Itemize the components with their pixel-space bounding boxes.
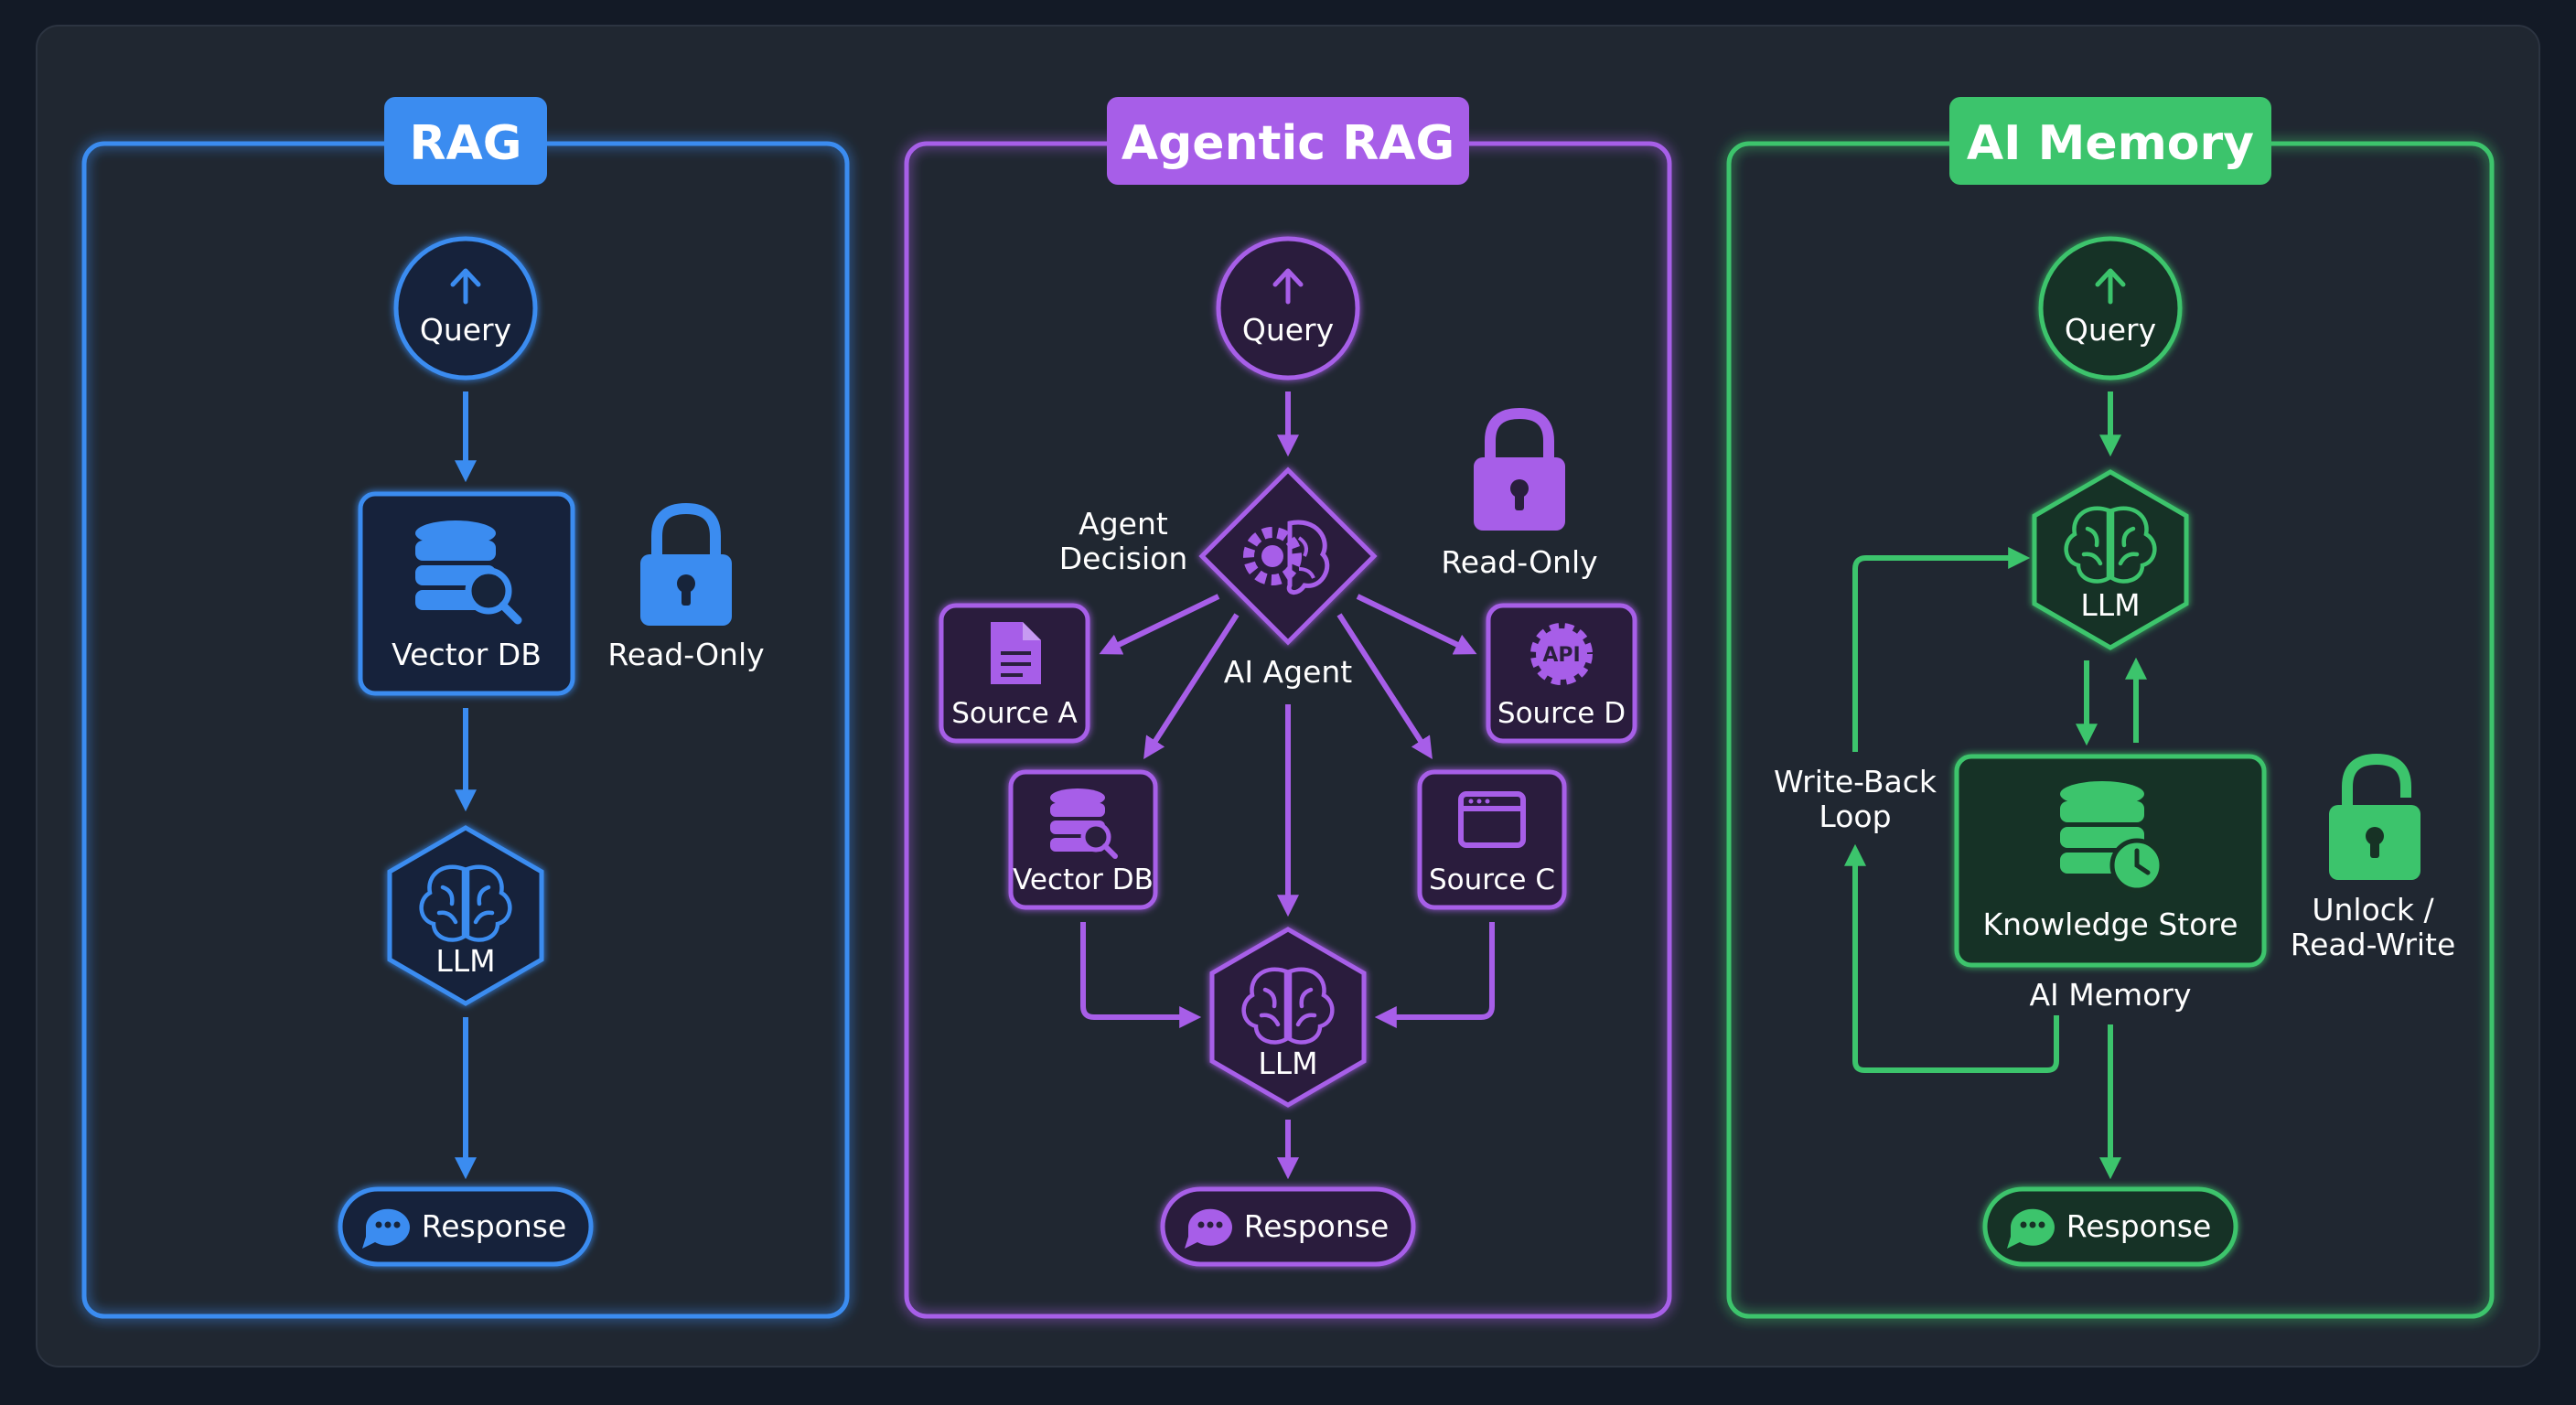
document-icon (991, 622, 1041, 684)
brain-icon (419, 864, 512, 942)
memory-unlock: Unlock / Read-Write (2291, 753, 2456, 962)
memory-loop-label-2: Loop (1819, 799, 1891, 834)
rag-query-label: Query (420, 312, 511, 348)
agentic-arrow-vector-db-llm (1080, 922, 1202, 1028)
gear-brain-icon (1243, 520, 1330, 595)
agentic-source-c-node[interactable]: Source C (1417, 769, 1567, 910)
chat-bubble-icon (2007, 1208, 2055, 1249)
memory-store-label: Knowledge Store (1982, 906, 2238, 942)
agentic-source-d-node[interactable]: API Source D (1486, 603, 1637, 744)
rag-vector-db-label: Vector DB (392, 637, 542, 672)
memory-write-back-upper-arrow (1852, 547, 2031, 752)
up-arrow-icon (1272, 268, 1304, 305)
lock-icon (1485, 407, 1554, 463)
up-arrow-icon (2095, 268, 2126, 305)
chat-bubble-icon (1185, 1208, 1232, 1249)
brain-icon (1241, 967, 1335, 1045)
memory-response-label: Response (2066, 1208, 2212, 1244)
memory-unlock-label-2: Read-Write (2291, 927, 2456, 962)
browser-window-icon (1458, 791, 1526, 848)
rag-query-node[interactable]: Query (393, 236, 538, 381)
memory-query-label: Query (2065, 312, 2156, 348)
agentic-lock-label: Read-Only (1441, 544, 1597, 580)
agentic-vector-db-label: Vector DB (1013, 863, 1154, 896)
agentic-title: Agentic RAG (1122, 116, 1454, 171)
memory-title-badge (1949, 97, 2271, 185)
agentic-response-label: Response (1244, 1208, 1390, 1244)
memory-title: AI Memory (1967, 116, 2254, 171)
chat-bubble-icon (362, 1208, 410, 1249)
memory-loop-label-1: Write-Back (1774, 764, 1937, 799)
memory-panel: AI Memory Query LLM (1726, 97, 2495, 1319)
agentic-panel: Agentic RAG Query Agent Decision AI Agen… (904, 97, 1672, 1319)
memory-store-caption: AI Memory (2029, 977, 2191, 1013)
agentic-query-label: Query (1242, 312, 1334, 348)
agentic-source-a-node[interactable]: Source A (939, 603, 1090, 744)
database-search-icon (415, 520, 522, 625)
memory-knowledge-store-node[interactable]: Knowledge Store (1954, 754, 2267, 968)
rag-lock: Read-Only (607, 502, 765, 672)
agentic-vector-db-node[interactable]: Vector DB (1008, 769, 1158, 910)
memory-llm-label: LLM (2080, 587, 2140, 623)
agentic-response-node[interactable]: Response (1160, 1186, 1416, 1267)
memory-llm-node[interactable]: LLM (2032, 469, 2189, 650)
agentic-lock: Read-Only (1441, 407, 1598, 580)
rag-panel: RAG Query Vector DB (81, 97, 850, 1319)
rag-lock-label: Read-Only (607, 637, 764, 672)
unlock-icon (2342, 753, 2411, 809)
memory-write-back-lower-arrow (1844, 843, 2059, 1073)
agentic-decision-label-2: Decision (1059, 541, 1188, 576)
agentic-source-d-label: Source D (1497, 697, 1626, 730)
agentic-arrow-agent-source-c (1336, 613, 1433, 760)
database-clock-icon (2060, 781, 2164, 893)
brain-icon (2064, 506, 2157, 584)
agentic-agent-node[interactable] (1198, 467, 1378, 646)
agentic-source-a-label: Source A (951, 697, 1078, 730)
agentic-query-node[interactable]: Query (1216, 236, 1360, 381)
agentic-agent-label: AI Agent (1224, 654, 1353, 690)
rag-title-badge (384, 97, 547, 185)
rag-vector-db-node[interactable]: Vector DB (358, 491, 575, 696)
rag-response-node[interactable]: Response (338, 1186, 594, 1267)
rag-title: RAG (410, 116, 522, 171)
agentic-arrow-source-c-llm (1374, 922, 1495, 1028)
memory-query-node[interactable]: Query (2038, 236, 2183, 381)
agentic-llm-label: LLM (1258, 1046, 1317, 1081)
rag-llm-node[interactable]: LLM (387, 825, 544, 1006)
agentic-arrow-agent-source-a (1099, 594, 1220, 655)
agentic-arrow-agent-source-d (1356, 594, 1477, 655)
database-search-icon (1050, 788, 1118, 859)
memory-unlock-label-1: Unlock / (2312, 892, 2434, 928)
agentic-decision-label-1: Agent (1079, 506, 1168, 542)
rag-response-label: Response (422, 1208, 567, 1244)
outer-card (36, 25, 2540, 1367)
lock-icon (651, 502, 721, 560)
memory-response-node[interactable]: Response (1982, 1186, 2238, 1267)
api-badge-text: API (1542, 644, 1580, 667)
agentic-title-badge (1107, 97, 1469, 185)
rag-llm-label: LLM (435, 943, 495, 979)
agentic-source-c-label: Source C (1429, 863, 1555, 896)
agentic-arrow-agent-vector-db (1143, 613, 1240, 760)
agentic-llm-node[interactable]: LLM (1209, 927, 1367, 1108)
api-gear-icon: API (1530, 623, 1593, 685)
up-arrow-icon (450, 268, 481, 305)
